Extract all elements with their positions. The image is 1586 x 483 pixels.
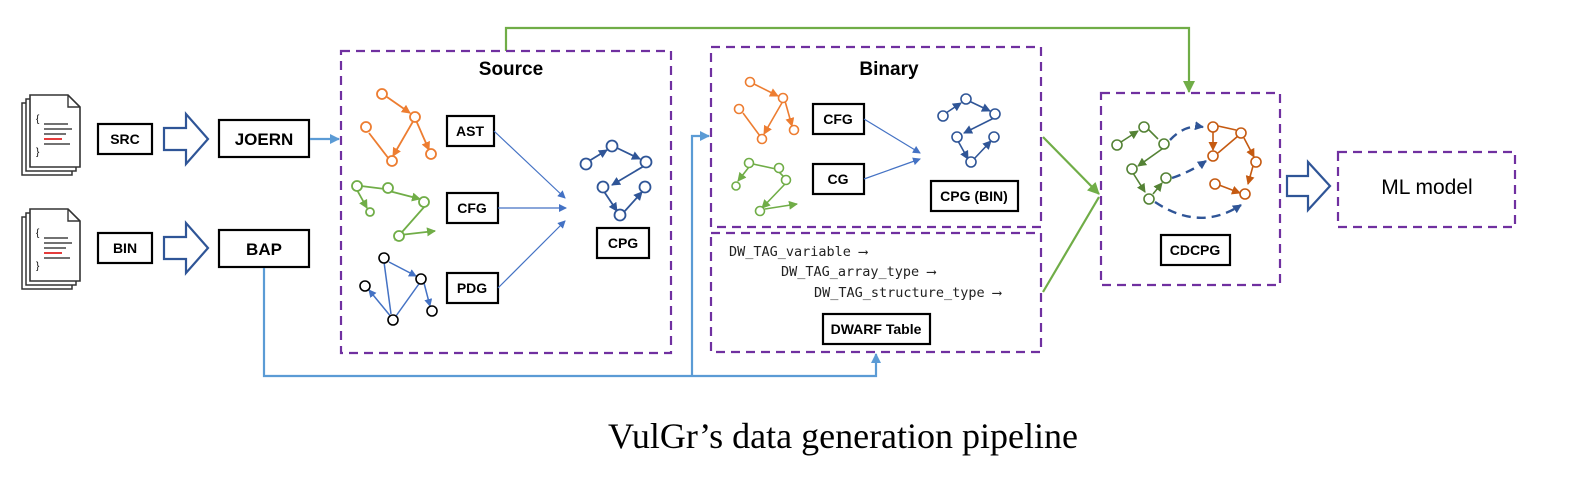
binary-cfg-to-cpg-arrow bbox=[863, 118, 921, 154]
dwarf-table-label: DWARF Table bbox=[831, 321, 922, 337]
source-cfg-graph bbox=[351, 180, 436, 242]
dwarf-to-cdcpg-arrow bbox=[1042, 196, 1100, 293]
cg-to-cpg-arrow bbox=[863, 157, 921, 180]
ast-to-cpg-arrow bbox=[493, 130, 566, 199]
cdcpg-green-graph bbox=[1111, 121, 1172, 205]
src-block-arrow bbox=[162, 111, 210, 167]
bap-connector bbox=[262, 268, 881, 378]
cpg-graph bbox=[579, 139, 653, 222]
cg-label: CG bbox=[828, 171, 849, 187]
cpg-bin-graph bbox=[937, 93, 1001, 168]
cg-box: CG bbox=[811, 162, 866, 196]
cpg-bin-box: CPG (BIN) bbox=[929, 179, 1020, 213]
src-label-box: SRC bbox=[96, 122, 154, 156]
pdg-box: PDG bbox=[445, 271, 500, 305]
pdg-graph bbox=[359, 252, 438, 326]
bin-label: BIN bbox=[113, 240, 137, 256]
src-label: SRC bbox=[110, 131, 140, 147]
joern-label: JOERN bbox=[235, 130, 294, 149]
source-title: Source bbox=[479, 59, 543, 80]
ast-box: AST bbox=[445, 114, 496, 148]
bin-block-arrow bbox=[162, 220, 210, 276]
cpg-label: CPG bbox=[608, 235, 638, 251]
svg-text:{: { bbox=[36, 114, 40, 125]
dwarf-panel: DW_TAG_variable ⟶ DW_TAG_array_type ⟶ DW… bbox=[709, 231, 1043, 354]
binary-cfg-box: CFG bbox=[811, 102, 866, 136]
dwarf-tag-structure-type: DW_TAG_structure_type ⟶ bbox=[814, 285, 1002, 301]
ml-model-panel: ML model bbox=[1336, 150, 1517, 229]
dwarf-tag-variable: DW_TAG_variable ⟶ bbox=[729, 244, 868, 260]
src-file-icon: { } bbox=[21, 94, 81, 176]
binary-cfg-label: CFG bbox=[823, 111, 853, 127]
source-to-cdcpg-arrow bbox=[504, 26, 1195, 93]
bap-label: BAP bbox=[246, 240, 282, 259]
cpg-box: CPG bbox=[595, 226, 651, 260]
joern-box: JOERN bbox=[217, 118, 311, 159]
cdcpg-panel: CDCPG bbox=[1099, 91, 1282, 287]
bap-to-binary-arrow bbox=[690, 131, 710, 376]
binary-title: Binary bbox=[859, 59, 919, 80]
cdcpg-box: CDCPG bbox=[1159, 233, 1232, 267]
binary-green-graph bbox=[731, 157, 798, 217]
bin-file-icon: { } bbox=[21, 208, 81, 290]
cpg-bin-label: CPG (BIN) bbox=[940, 188, 1008, 204]
cdcpg-orange-graph bbox=[1207, 121, 1262, 200]
svg-text:}: } bbox=[36, 147, 40, 158]
pdg-label: PDG bbox=[457, 280, 487, 296]
binary-orange-graph bbox=[733, 76, 800, 145]
svg-text:}: } bbox=[36, 261, 40, 272]
source-cfg-box: CFG bbox=[445, 191, 500, 225]
pdg-to-cpg-arrow bbox=[497, 220, 566, 289]
svg-text:{: { bbox=[36, 228, 40, 239]
dwarf-tag-array-type: DW_TAG_array_type ⟶ bbox=[781, 264, 936, 280]
source-cfg-label: CFG bbox=[457, 200, 487, 216]
ast-graph bbox=[360, 88, 437, 167]
cdcpg-to-ml-block-arrow bbox=[1285, 159, 1332, 213]
dwarf-table-box: DWARF Table bbox=[821, 312, 932, 346]
bin-label-box: BIN bbox=[96, 231, 154, 265]
cdcpg-label: CDCPG bbox=[1170, 242, 1221, 258]
binary-panel: Binary CFG bbox=[709, 45, 1043, 229]
ml-model-label: ML model bbox=[1381, 176, 1472, 199]
binary-to-cdcpg-arrow bbox=[1042, 136, 1100, 195]
figure-caption: VulGr’s data generation pipeline bbox=[608, 416, 1078, 456]
source-panel: Source AST bbox=[339, 49, 673, 355]
cdcpg-cross-edges bbox=[1154, 121, 1242, 219]
ast-label: AST bbox=[456, 123, 484, 139]
bap-box: BAP bbox=[217, 228, 311, 269]
